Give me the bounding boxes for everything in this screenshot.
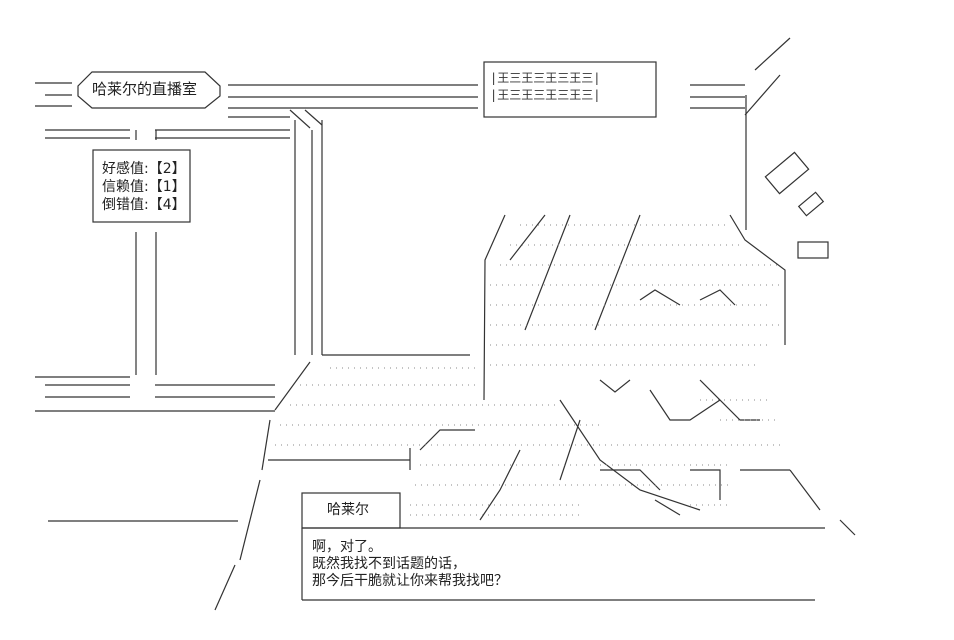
- dialog-speaker: 哈莱尔: [327, 502, 369, 518]
- sign-title: 哈莱尔的直播室: [92, 80, 198, 98]
- floor: [214, 361, 856, 611]
- stat-perversion: 倒错值:【4】: [102, 197, 186, 213]
- character-shading: [275, 224, 780, 516]
- top-sign-row-2: |王三王三王三王三|: [490, 88, 601, 102]
- stat-affection: 好感值:【2】: [102, 161, 186, 177]
- dialog-frame: [301, 492, 825, 601]
- top-sign-row-1: |王三王三王三王三|: [490, 71, 601, 85]
- stats-frame: [92, 149, 191, 223]
- character-figure: [419, 214, 786, 521]
- sign-frame: [77, 71, 221, 109]
- dialog-line: 既然我找不到话题的话，: [312, 556, 466, 572]
- stats-post: [135, 130, 157, 375]
- street-sign: [483, 37, 829, 259]
- rails-left: [35, 82, 478, 522]
- stat-trust: 信赖值:【1】: [102, 179, 186, 195]
- dialog-line: 那今后干脆就让你来帮我找吧？: [312, 573, 508, 589]
- dialog-line: 啊，对了。: [312, 539, 382, 555]
- pillar: [289, 109, 470, 356]
